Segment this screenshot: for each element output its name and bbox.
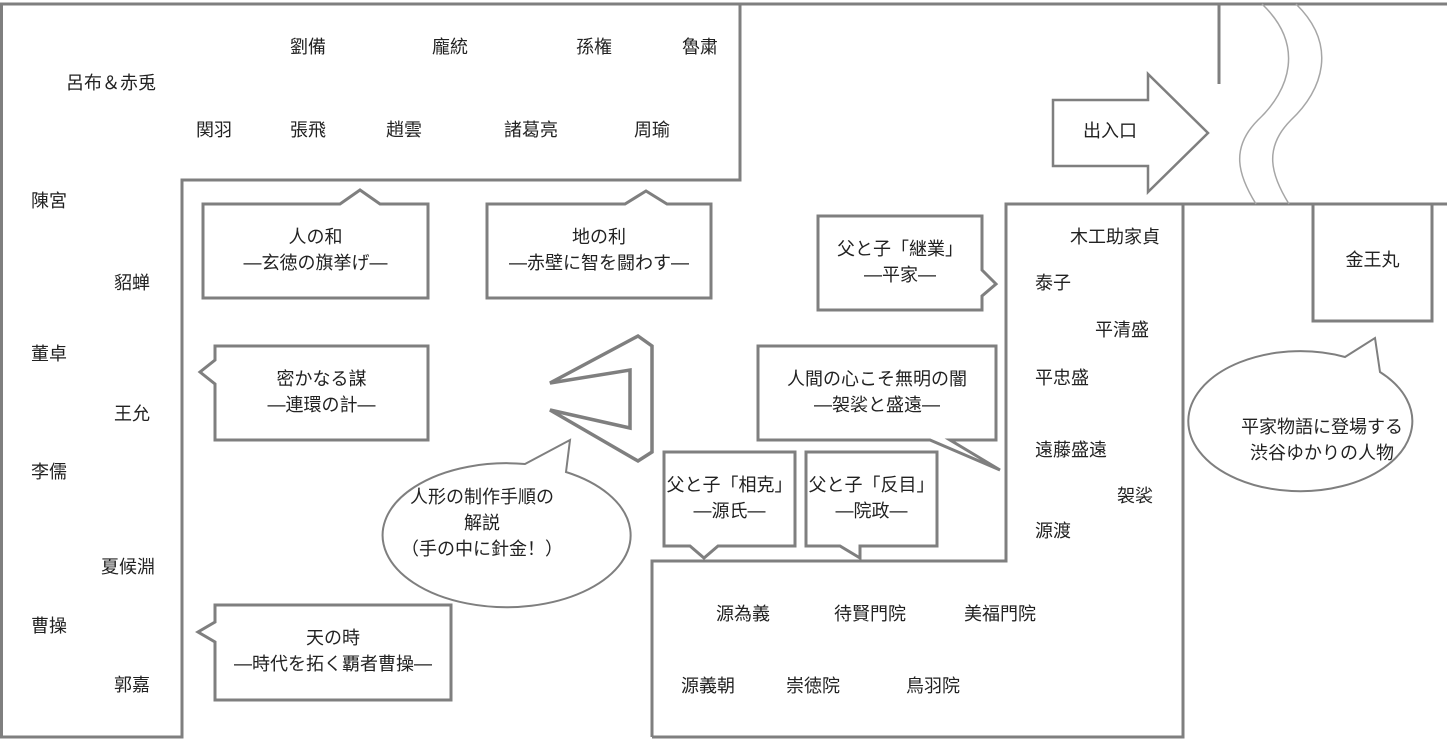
figure-taira-no-tadamori: 平忠盛	[1035, 368, 1089, 389]
entrance-label: 出入口	[1083, 121, 1137, 142]
heike-room-wall	[650, 202, 1183, 737]
figure-zhuge-liang: 諸葛亮	[504, 120, 558, 141]
panel-hito-no-wa-box	[201, 188, 430, 300]
figure-sutoku-in: 崇徳院	[786, 676, 840, 697]
panel-title: 人間の心こそ無明の闇	[787, 369, 967, 390]
panel-hanmoku-box	[804, 450, 939, 561]
panel-sokoku: 父と子「相克」 ―源氏―	[664, 473, 795, 525]
doll-making-line2: 解説	[464, 513, 500, 534]
outer-wall	[0, 2, 742, 739]
panel-subtitle: ―袈裟と盛遠―	[814, 395, 940, 416]
panel-subtitle: ―時代を拓く覇者曹操―	[234, 654, 432, 675]
figure-guo-jia: 郭嘉	[114, 675, 150, 696]
doll-making-bubble	[381, 438, 632, 609]
shibuya-note-line2: 渋谷ゆかりの人物	[1250, 443, 1394, 464]
doll-making-line1: 人形の制作手順の	[410, 487, 554, 508]
figure-taishi: 泰子	[1035, 273, 1071, 294]
panel-title: 地の利	[572, 227, 626, 248]
figure-chen-gong: 陳宮	[31, 191, 67, 212]
figure-diao-chan: 貂蝉	[114, 273, 150, 294]
panel-keigyo: 父と子「継業」 ―平家―	[818, 237, 982, 289]
figure-sun-quan: 孫権	[576, 37, 612, 58]
panel-title: 天の時	[306, 628, 360, 649]
doll-making-text: 人形の制作手順の 解説 （手の中に針金！）	[358, 485, 606, 563]
panel-subtitle: ―玄徳の旗挙げ―	[243, 253, 388, 274]
entrance-arrow	[1051, 71, 1210, 195]
panel-chi-no-ri-box	[485, 189, 713, 300]
figure-toba-in: 鳥羽院	[906, 676, 960, 697]
panel-subtitle: ―源氏―	[693, 501, 766, 522]
figure-konnomaru: 金王丸	[1345, 250, 1400, 271]
panel-keigyo-box	[816, 214, 999, 312]
panel-subtitle: ―連環の計―	[267, 395, 376, 416]
panel-sokoku-box	[662, 450, 797, 560]
shibuya-note-line1: 平家物語に登場する	[1241, 417, 1403, 438]
figure-wang-yun: 王允	[114, 404, 150, 425]
panel-hanmoku: 父と子「反目」 ―院政―	[806, 473, 937, 525]
figure-cao-cao: 曹操	[31, 616, 67, 637]
figure-bifukumonin: 美福門院	[964, 604, 1036, 625]
panel-title: 父と子「反目」	[808, 475, 935, 496]
figure-minamoto-no-yoshitomo: 源義朝	[681, 676, 735, 697]
panel-title: 父と子「継業」	[837, 239, 963, 260]
figure-lu-su: 魯粛	[682, 37, 718, 58]
figure-pang-tong: 龐統	[432, 37, 468, 58]
panel-title: 父と子「相克」	[666, 475, 793, 496]
konnomaru-box	[1311, 204, 1434, 323]
figure-zhou-yu: 周瑜	[634, 120, 670, 141]
figure-minamoto-no-tameyoshi: 源為義	[716, 604, 770, 625]
doll-making-line3: （手の中に針金！）	[401, 539, 563, 560]
figure-lu-bu: 呂布＆赤兎	[66, 73, 156, 94]
panel-hisoka: 密かなる謀 ―連環の計―	[215, 367, 428, 419]
shibuya-note-bubble	[1187, 336, 1414, 493]
panel-title: 密かなる謀	[276, 369, 367, 390]
figure-guan-yu: 関羽	[196, 120, 232, 141]
figure-taikenmonin: 待賢門院	[834, 604, 906, 625]
figure-taira-no-kiyomori: 平清盛	[1095, 320, 1149, 341]
stage-triangle	[549, 333, 654, 464]
figure-mokunosuke-iesada: 木工助家貞	[1070, 227, 1160, 248]
shibuya-note-text: 平家物語に登場する 渋谷ゆかりの人物	[1208, 415, 1436, 467]
curtain-waves	[1238, 3, 1323, 205]
east-wall	[652, 204, 1185, 739]
figure-xiahou-yuan: 夏候淵	[101, 557, 155, 578]
figure-liu-bei: 劉備	[290, 37, 326, 58]
panel-hisoka-box	[197, 344, 430, 442]
figure-dong-zhuo: 董卓	[31, 344, 67, 365]
figure-zhang-fei: 張飛	[290, 120, 326, 141]
panel-ten-no-toki: 天の時 ―時代を拓く覇者曹操―	[215, 626, 451, 678]
figure-kesa: 袈裟	[1117, 486, 1153, 507]
figure-endo-morito: 遠藤盛遠	[1035, 440, 1107, 461]
panel-subtitle: ―赤壁に智を闘わす―	[509, 253, 689, 274]
panel-mumyo-box	[756, 344, 1001, 472]
panel-subtitle: ―平家―	[864, 265, 936, 286]
panel-title: 人の和	[288, 227, 343, 248]
panel-mumyo: 人間の心こそ無明の闇 ―袈裟と盛遠―	[758, 367, 996, 419]
figure-minamoto-no-wataru: 源渡	[1035, 521, 1071, 542]
panel-chi-no-ri: 地の利 ―赤壁に智を闘わす―	[487, 225, 711, 277]
panel-hito-no-wa: 人の和 ―玄徳の旗挙げ―	[203, 225, 428, 277]
panel-subtitle: ―院政―	[835, 501, 908, 522]
panel-ten-no-toki-box	[195, 603, 453, 702]
figure-zhao-yun: 趙雲	[386, 120, 422, 141]
figure-li-ru: 李儒	[31, 462, 67, 483]
